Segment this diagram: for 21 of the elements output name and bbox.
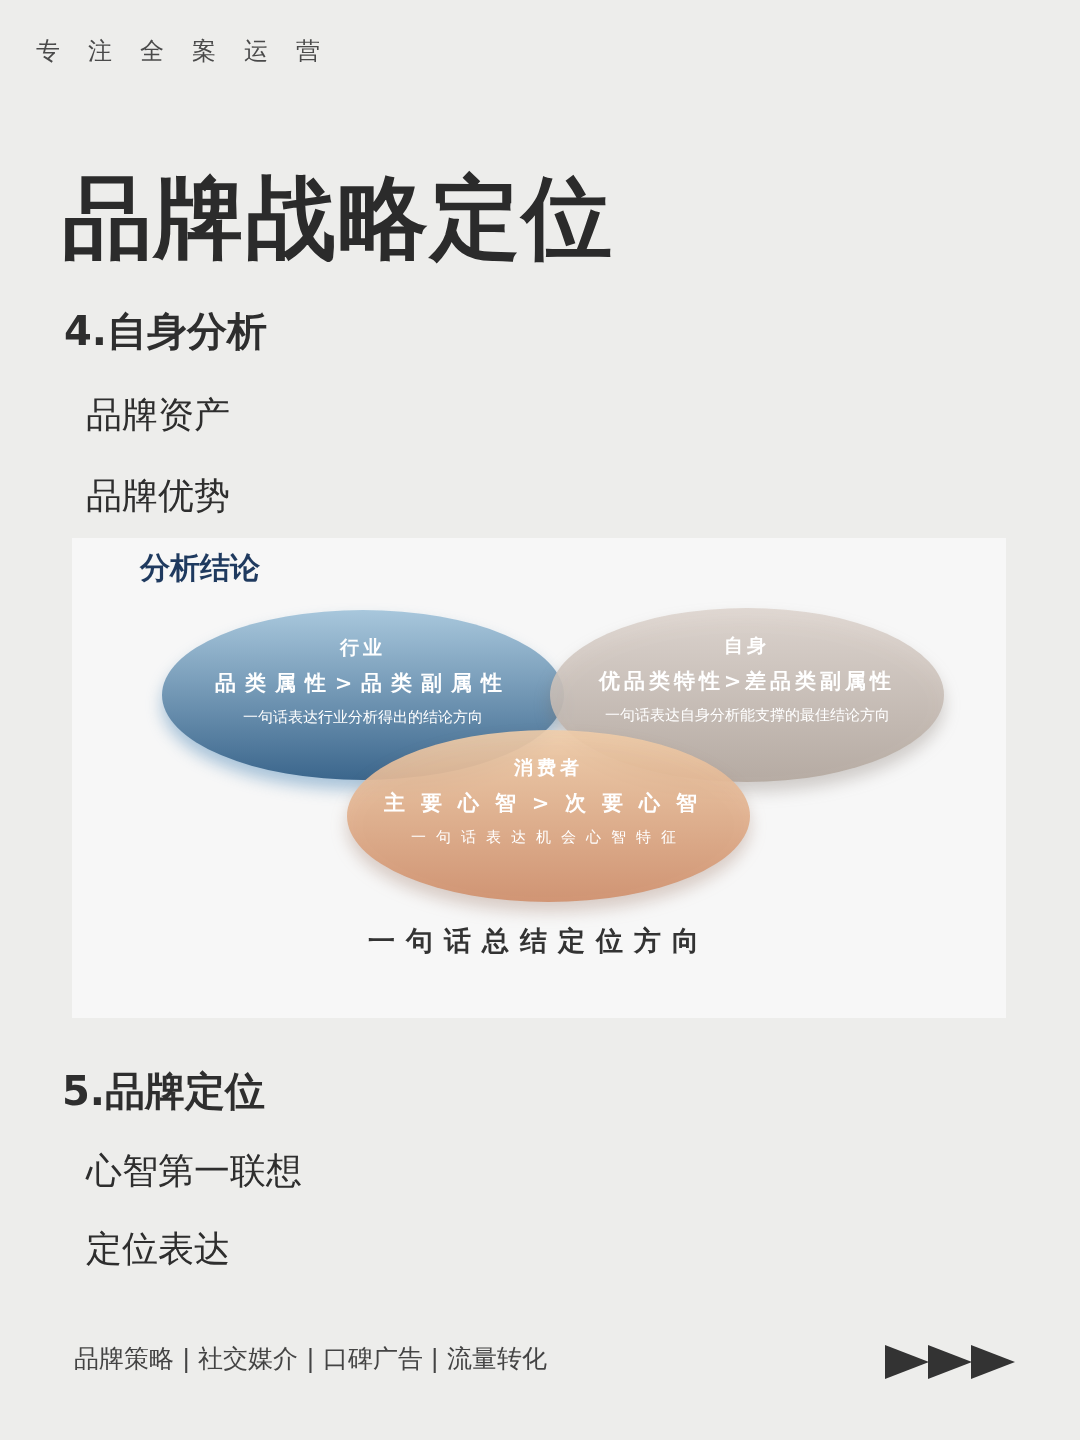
ellipse-note: 一句话表达自身分析能支撑的最佳结论方向 [604, 706, 890, 725]
conclusion-text: 一句话总结定位方向 [368, 924, 710, 958]
list-item: 心智第一联想 [86, 1149, 302, 1193]
ellipse-heading: 自身 [724, 633, 770, 658]
footer-text: 品牌策略 | 社交媒介 | 口碑广告 | 流量转化 [74, 1343, 547, 1374]
ellipse-statement: 品类属性>品类副属性 [214, 669, 512, 697]
list-item: 定位表达 [86, 1227, 230, 1271]
list-item: 品牌资产 [86, 393, 230, 437]
ellipse-statement: 主要心智>次要心智 [383, 789, 714, 817]
ellipse-note: 一句话表达机会心智特征 [411, 828, 686, 847]
list-item: 品牌优势 [86, 474, 230, 518]
tagline: 专注全案运营 [36, 36, 348, 66]
section-heading: 5.品牌定位 [62, 1067, 266, 1116]
page-title: 品牌战略定位 [62, 166, 614, 270]
panel-background [72, 538, 1006, 1018]
ellipse-heading: 行业 [340, 635, 386, 660]
panel-heading: 分析结论 [140, 549, 260, 587]
ellipse-note: 一句话表达行业分析得出的结论方向 [243, 708, 483, 727]
ellipse-heading: 消费者 [514, 755, 583, 780]
section-heading: 4.自身分析 [64, 307, 268, 356]
ellipse-statement: 优品类特性>差品类副属性 [598, 667, 896, 695]
